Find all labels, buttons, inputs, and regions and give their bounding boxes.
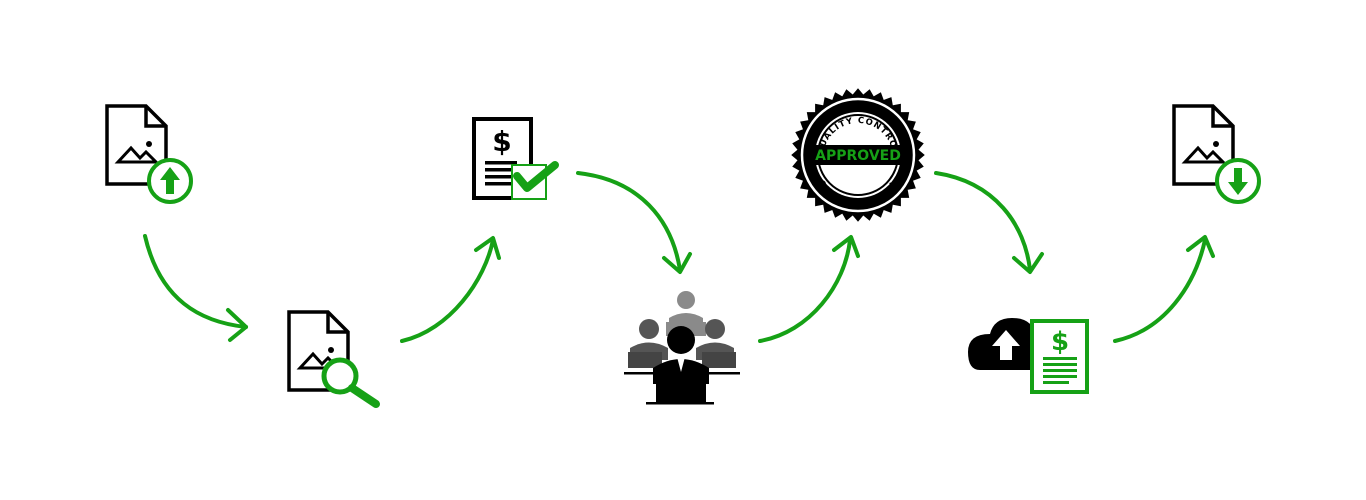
arrow-4: [758, 235, 860, 343]
flow-arrows: [143, 171, 1215, 343]
stamp-center-text: APPROVED: [815, 148, 901, 164]
image-download-icon: [1172, 104, 1261, 204]
cloud-invoice-dollar-symbol: $: [1051, 327, 1069, 357]
meeting-panel-icon: [624, 291, 740, 405]
arrow-2: [400, 236, 501, 343]
image-upload-icon: [105, 104, 193, 204]
invoice-dollar-symbol: $: [492, 125, 511, 158]
arrow-3: [576, 171, 692, 274]
quality-approved-stamp-icon: QUALITY CONTROL QUALITY Check APPROVED: [791, 88, 925, 222]
arrow-1: [143, 234, 248, 342]
image-search-icon: [287, 310, 380, 408]
cloud-invoice-upload-icon: $: [968, 318, 1089, 394]
arrow-5: [934, 171, 1044, 274]
arrow-6: [1113, 235, 1215, 343]
invoice-approved-icon: $: [472, 117, 559, 200]
